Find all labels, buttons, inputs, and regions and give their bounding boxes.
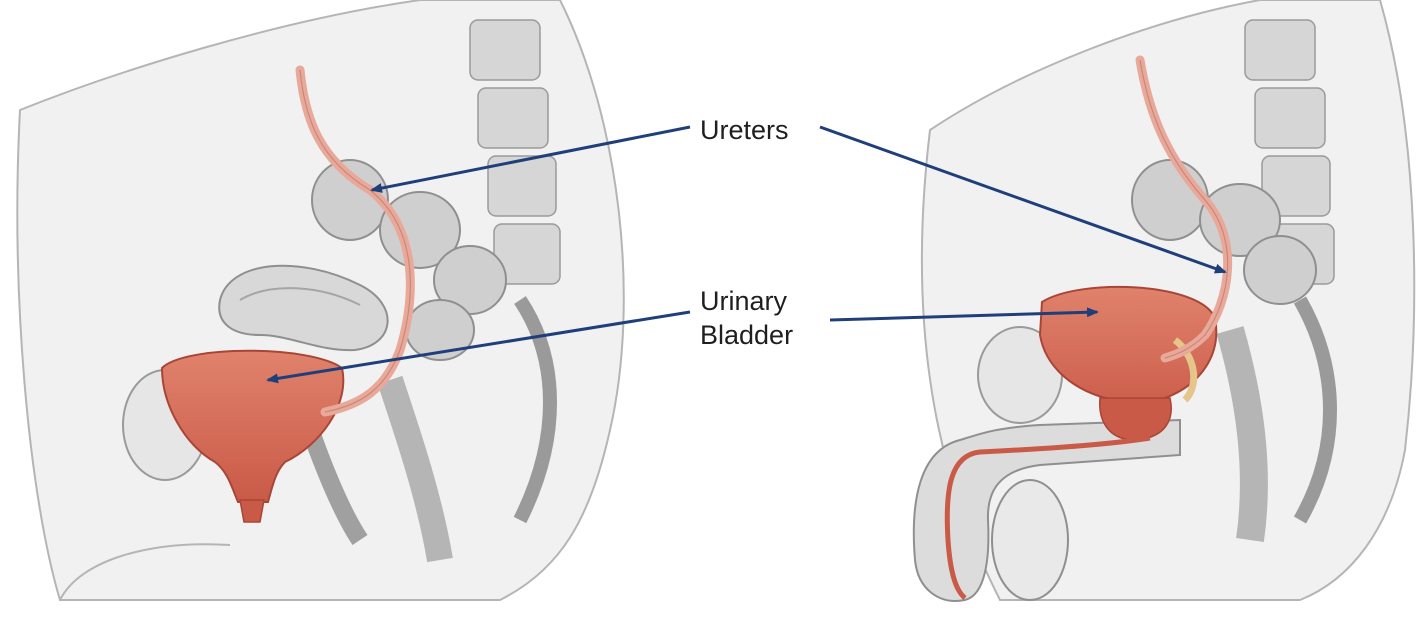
female-intestines: [311, 159, 507, 361]
female-pelvis-illustration: [16, 0, 625, 601]
male-urethra: [944, 435, 1151, 600]
arrow-bladder-right: [829, 307, 1099, 322]
female-spine: [469, 19, 561, 524]
urinary-bladder-label-line1: Urinary: [700, 286, 788, 316]
callout-arrows: [266, 125, 1227, 384]
ureters-label: Ureters: [700, 115, 789, 145]
arrow-bladder-left: [266, 310, 691, 384]
arrow-ureters-left: [370, 125, 691, 193]
male-pelvis-illustration: [912, 0, 1416, 602]
testis: [991, 479, 1069, 601]
urinary-bladder-label-line2: Bladder: [700, 320, 794, 350]
male-urinary-bladder: [1038, 285, 1218, 421]
arrow-ureters-right: [819, 125, 1227, 274]
female-urethra: [239, 499, 265, 523]
urinary-bladder-label: Urinary Bladder: [700, 284, 793, 352]
penis: [912, 418, 1181, 602]
uterus: [218, 264, 389, 352]
female-urinary-bladder: [160, 349, 345, 503]
